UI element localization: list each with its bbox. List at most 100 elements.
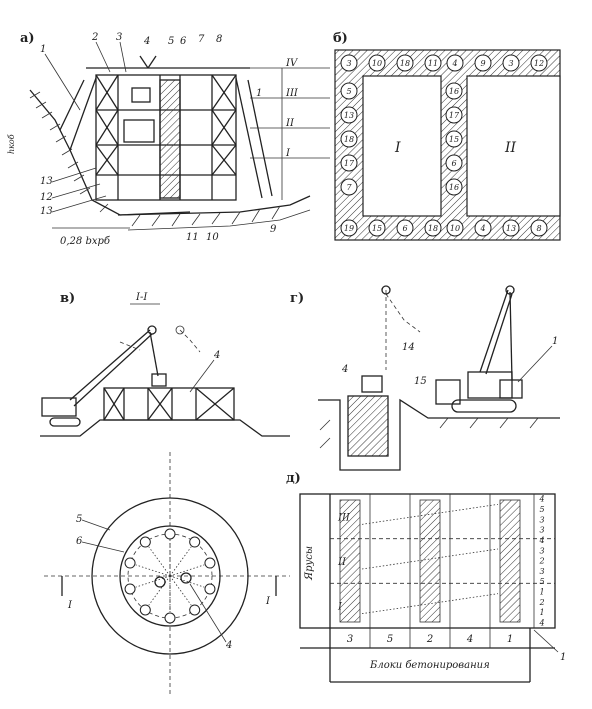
level-label-3: III [285,88,299,99]
d-side-number: 2 [538,557,544,566]
plan-pile [164,528,176,540]
b-cell [446,54,464,72]
d-side-number: 4 [538,536,544,545]
b-cell [474,54,492,72]
level-marks [250,67,330,200]
plan-pile [164,612,176,624]
v-formwork [103,387,235,421]
panel-plan: 5 6 4 I I [44,452,290,696]
panel-g-label: г) [290,291,304,306]
d-grid: 35241IIIIII4533432351214 [330,494,555,648]
panel-d-label: д) [286,471,301,486]
b-cell-number: 9 [480,59,485,68]
d-col-label: 5 [387,634,393,645]
d-col-label: 4 [466,634,473,645]
plan-section-left: I [67,600,73,611]
a-callout-3: 3 [116,32,122,43]
d-col-label: 1 [507,634,513,645]
b-cell [424,54,442,72]
b-cell-number: 15 [372,224,382,233]
b-cell-number: 19 [344,224,354,233]
b-cell [340,154,358,172]
b-cell-number: 18 [344,135,354,144]
b-block-2 [466,75,561,217]
v-section-label: I-I [135,292,148,303]
a-callout-13: 13 [40,176,53,187]
b-cell-number: 11 [428,59,438,68]
a-callout-13b: 13 [40,206,53,217]
v-crane [41,329,159,427]
panel-b-label: б) [333,31,348,46]
panel-g: г) 4 14 15 1 [290,285,560,471]
b-cell [340,130,358,148]
plan-pile-ray [169,546,192,577]
b-cell-number: 18 [428,224,438,233]
plan-pile [124,557,136,569]
d-side-number: 3 [539,546,544,555]
b-cell-number: 6 [402,224,407,233]
b-cell [502,54,520,72]
plan-section-right: I [265,596,271,607]
b-cell [424,219,442,237]
panel-a: а) [7,31,330,247]
b-cell [474,219,492,237]
g-boom-head [381,285,391,295]
b-cell [445,82,463,100]
d-side-number: 5 [539,505,544,514]
d-side-number: 2 [538,598,544,607]
b-cell [340,106,358,124]
rock-bottom [117,195,311,216]
b-cell-number: 16 [449,183,459,192]
plan-crane-1 [154,576,166,588]
panel-d: д) Ярусы 35241IIIIII4533432351214 Блоки … [286,471,566,683]
b-cell-number: 4 [479,224,485,233]
plan-pile-ray [169,575,205,588]
level-label-2: II [285,118,295,129]
g-ground [318,398,560,471]
b-cell-number: 6 [451,159,456,168]
g-leader-1 [517,345,553,383]
level-label-4: IV [285,58,299,69]
d-side-number: 4 [538,495,544,504]
b-cell [340,82,358,100]
g-callout-1: 1 [552,336,558,347]
b-cell [446,219,464,237]
d-side-number: 5 [539,577,544,586]
a-callout-8: 8 [216,34,222,45]
g-crane-head [505,285,515,295]
b-cell [502,219,520,237]
b-cell [396,219,414,237]
d-side-number: 4 [538,618,544,627]
b-cell [445,106,463,124]
panel-v: в) I-I 4 [40,291,290,437]
plan-outer-ring [91,497,249,655]
g-callout-15: 15 [414,376,427,387]
a-callout-5: 5 [168,36,174,47]
a-callout-4: 4 [143,36,150,47]
b-cell-number: 13 [506,224,516,233]
d-col-label: 2 [426,634,433,645]
g-rope-swing [385,293,421,333]
b-cell [340,219,358,237]
b-block-label-2: II [504,140,517,156]
b-cell [445,178,463,196]
d-side-number: 3 [539,515,544,524]
plan-pile [204,583,216,595]
plan-pile [139,604,151,616]
b-cell-number: 10 [372,59,382,68]
a-leaders [44,41,127,213]
plan-leader-5 [81,519,111,531]
plan-pile-ray [169,575,192,606]
d-frame [299,493,556,629]
b-cell-number: 13 [344,111,354,120]
plan-crane-2 [180,572,192,584]
a-callout-10: 10 [206,232,219,243]
b-cell-number: 8 [536,224,541,233]
a-callout-7: 7 [198,34,205,45]
v-crane-swing [119,341,141,351]
b-cell-number: 3 [508,59,513,68]
d-side-number: 1 [539,608,544,617]
b-cell-number: 5 [346,87,351,96]
b-cell [445,130,463,148]
plan-pile-ray [135,564,171,577]
